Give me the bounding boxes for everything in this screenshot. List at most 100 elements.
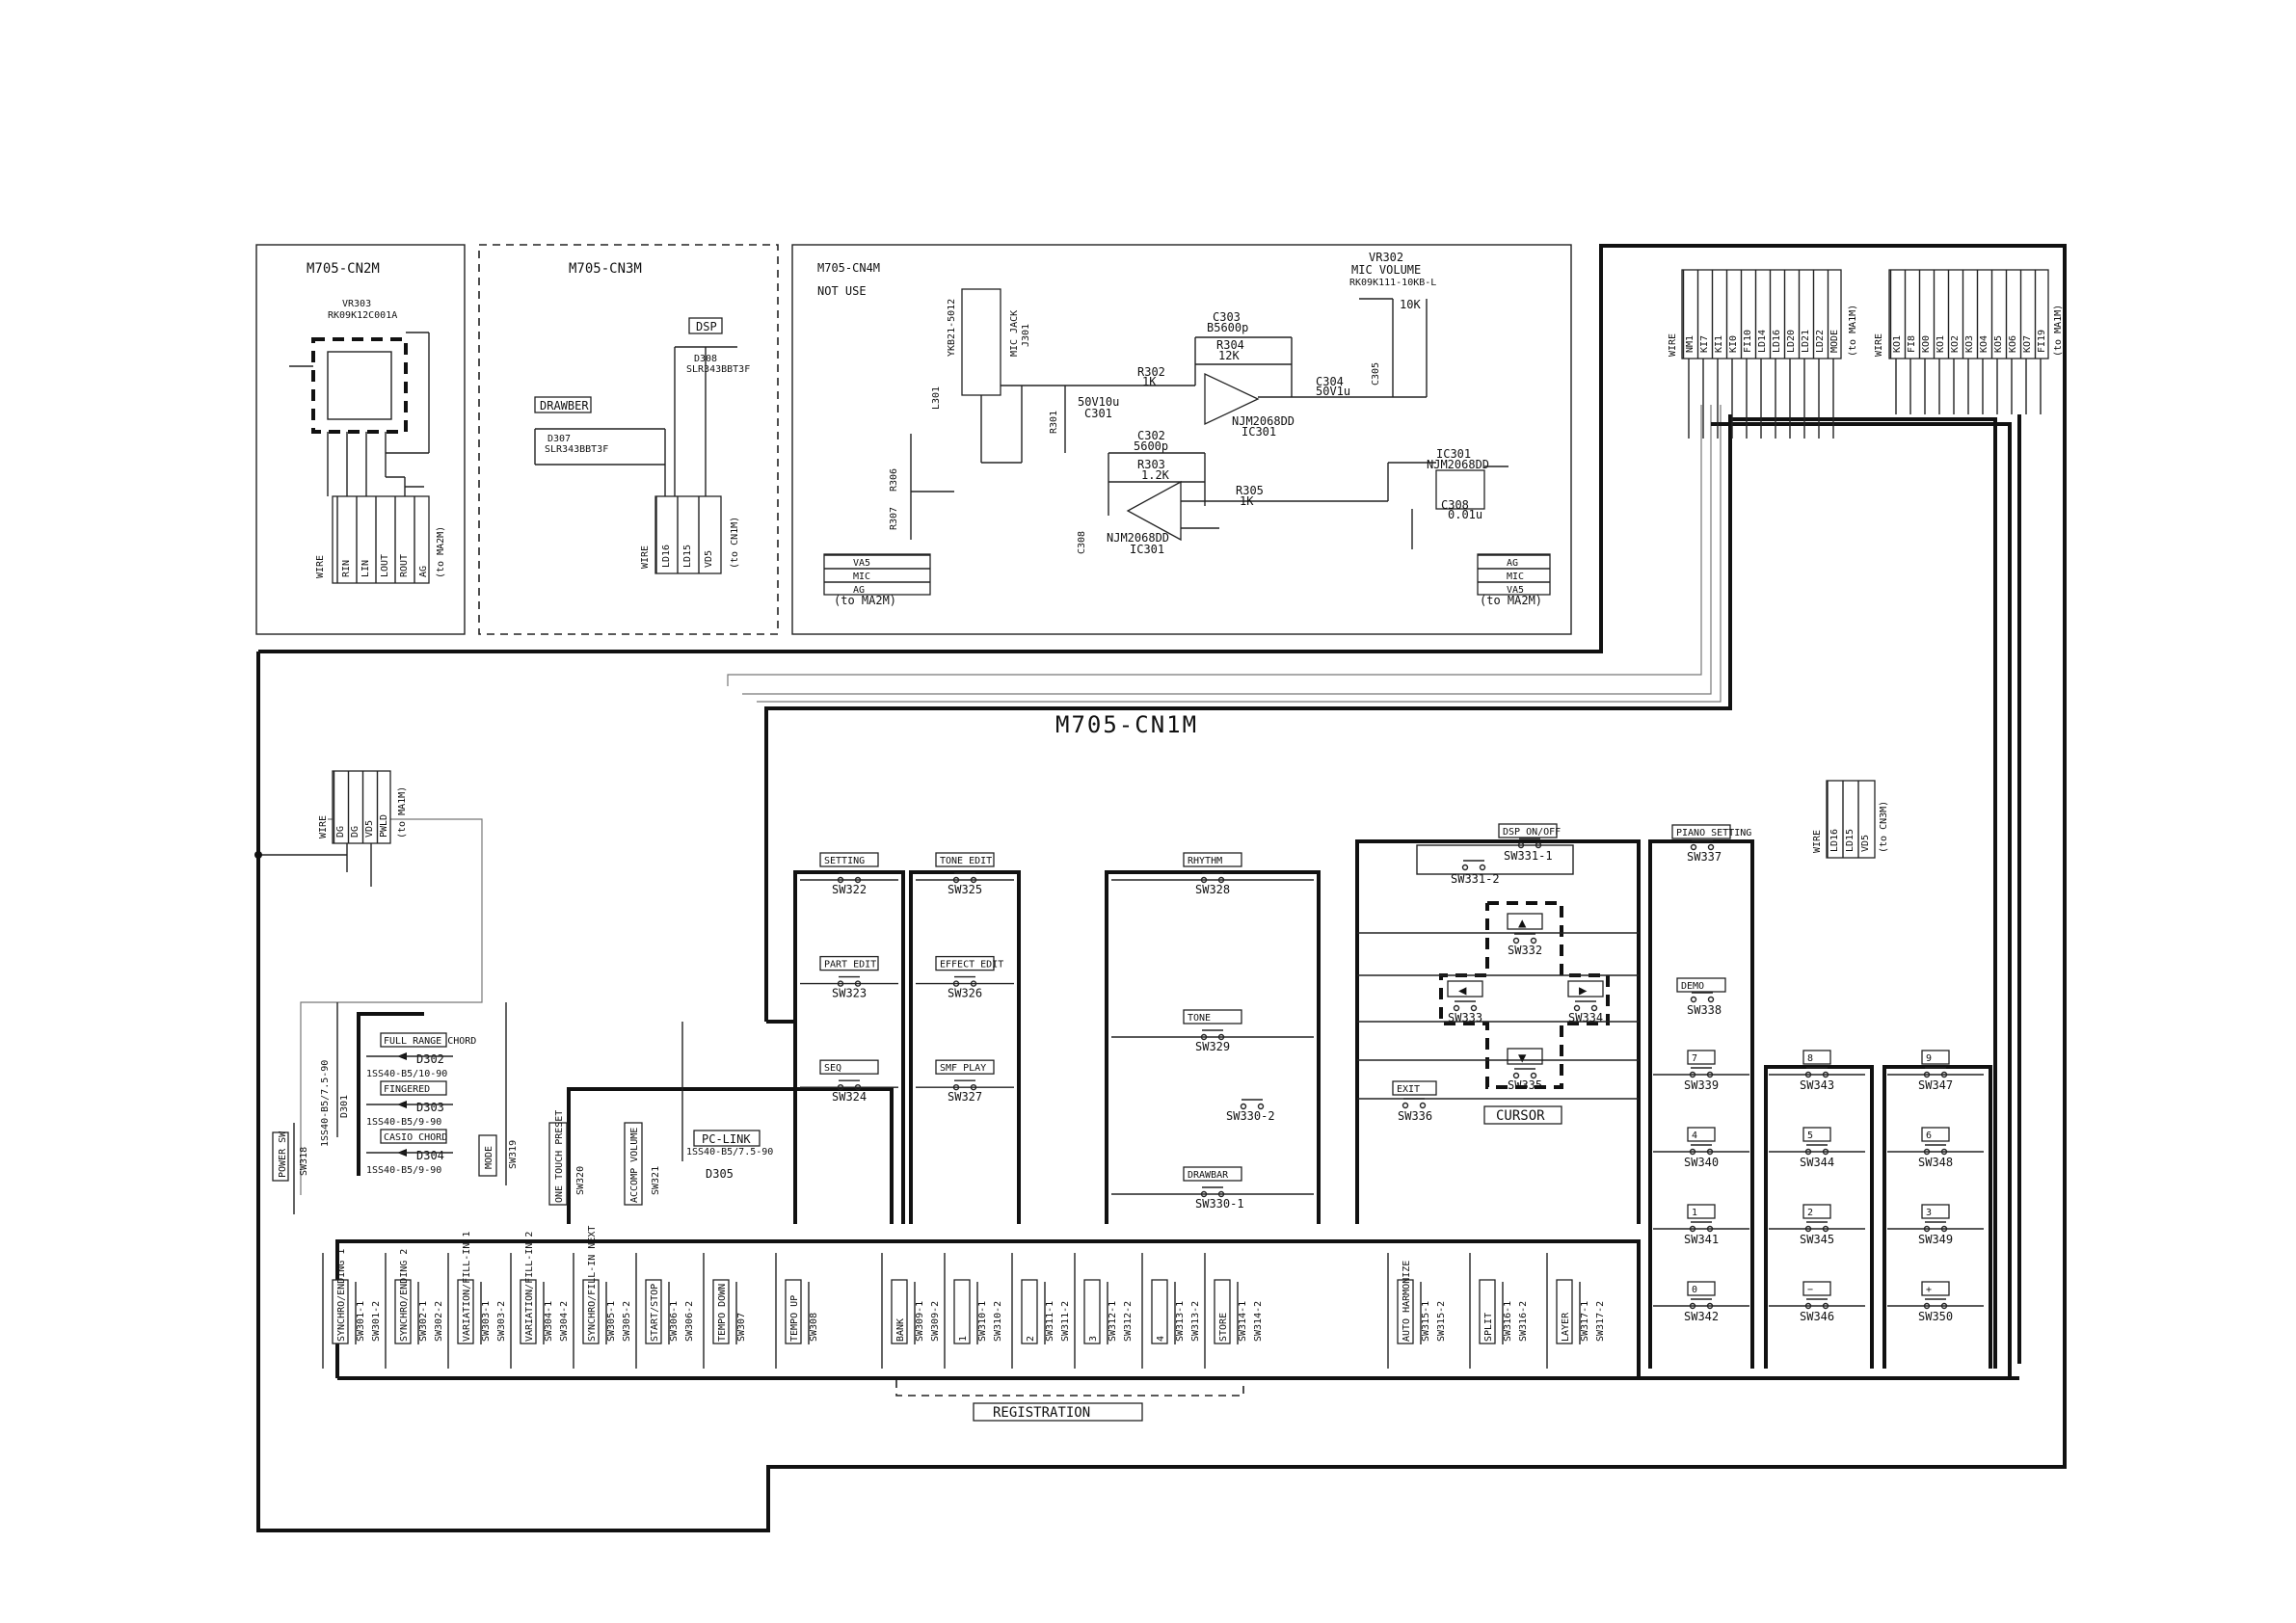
- bkey-4-ref2: SW305-2: [622, 1301, 632, 1342]
- d307-part: SLR343BBT3F: [545, 444, 608, 455]
- cursor-block: DSP ON/OFFSW331-1SW331-2▲SW332◀SW333▶SW3…: [1355, 823, 1641, 1224]
- cursor-2-ref: SW334: [1568, 1011, 1603, 1024]
- pin-cn2m-pins-0: RIN: [341, 560, 352, 577]
- d305-part: 1SS40-B5/7.5-90: [686, 1147, 773, 1157]
- d301-ref: D301: [339, 1095, 350, 1118]
- bkey-10-ref: SW311-1: [1045, 1301, 1055, 1342]
- numkey-4-ref: SW344: [1800, 1156, 1834, 1169]
- sw330-2-ref: SW330-2: [1226, 1109, 1275, 1123]
- led-2-label: CASIO CHORD: [384, 1132, 447, 1143]
- chord-leds: FULL RANGE CHORDD3021SS40-B5/10-90FINGER…: [357, 1012, 476, 1176]
- cn-wire: WIRE: [1812, 830, 1823, 853]
- r305-ref: R305: [1236, 484, 1264, 497]
- bkey-3-box: [520, 1279, 537, 1344]
- col_b-2-label: SMF PLAY: [940, 1063, 986, 1074]
- jg-wire: WIRE: [318, 815, 329, 838]
- numkey-0-switch: [1689, 1067, 1714, 1078]
- bkey-8-box: [891, 1279, 908, 1344]
- cursor-0-ref: SW332: [1508, 944, 1542, 957]
- cursor-1-ref: SW333: [1448, 1011, 1482, 1024]
- jack-part: YKB21-5012: [947, 299, 957, 357]
- cursor-label-box: [1483, 1105, 1562, 1125]
- numkey-8-label: 3: [1926, 1208, 1932, 1218]
- bkey-0-ref: SW301-1: [356, 1301, 366, 1342]
- c302-val: 5600p: [1134, 439, 1168, 453]
- cn1m-outline: [256, 244, 2067, 1532]
- bkey-13-ref2: SW314-2: [1253, 1301, 1264, 1342]
- numkey-2-switch: [1923, 1067, 1948, 1078]
- numkey-6-ref: SW341: [1684, 1233, 1719, 1246]
- c304-val: 50V1u: [1316, 385, 1350, 398]
- pin-je-pins-6: KO4: [1979, 335, 1989, 353]
- pin-jm-pins-1: MIC: [1507, 572, 1524, 582]
- d301-part: 1SS40-B5/7.5-90: [320, 1060, 331, 1147]
- numkey-1-switch: [1804, 1067, 1829, 1078]
- numkey-8-ref: SW349: [1918, 1233, 1953, 1246]
- bkey-4-ref: SW305-1: [606, 1301, 617, 1342]
- ic301-ref-2: IC301: [1130, 543, 1164, 556]
- arrow-left-icon-box: [1447, 980, 1483, 998]
- arrow-left-icon: ◀: [1458, 983, 1467, 998]
- bkey-7-ref: SW308: [809, 1313, 819, 1342]
- c303-val: B5600p: [1207, 321, 1248, 334]
- bkey-10-box: [1021, 1279, 1038, 1344]
- bkey-10-ref2: SW311-2: [1060, 1301, 1071, 1342]
- arrow-up-icon: ▲: [1518, 916, 1527, 931]
- pin-jj-pins-2: AG: [853, 585, 865, 596]
- pin-cn2m-pins-3: ROUT: [399, 554, 410, 577]
- bkey-4-label: SYNCHRO/FILL-IN NEXT: [587, 1226, 598, 1342]
- numkey-9-box: [1687, 1281, 1716, 1296]
- pin-jf-pins-7: LD20: [1786, 330, 1797, 353]
- bkey-11-ref: SW312-1: [1108, 1301, 1118, 1342]
- d305-ref: D305: [706, 1167, 734, 1181]
- ic301-part-3: NJM2068DD: [1427, 458, 1489, 471]
- numkey-9-ref: SW342: [1684, 1310, 1719, 1323]
- led-0-ref: D302: [416, 1052, 444, 1066]
- dsp-label-box: [688, 317, 723, 334]
- numkey-8-box: [1921, 1204, 1950, 1219]
- numkey-11-label: +: [1926, 1285, 1932, 1295]
- numkey-10-switch: [1804, 1298, 1829, 1310]
- je-wire: WIRE: [1874, 333, 1884, 357]
- cn4m-note: NOT USE: [817, 284, 867, 298]
- arrow-down-icon: ▼: [1518, 1051, 1527, 1066]
- numkey-1-box: [1802, 1050, 1831, 1065]
- bkey-11-label: 3: [1088, 1336, 1099, 1342]
- pin-jf-pins-1: KI7: [1699, 335, 1710, 353]
- pin-jg-pins-2: VD5: [364, 820, 375, 838]
- pin-cn-pins-1: LD15: [1845, 829, 1855, 852]
- numkey-9-label: 0: [1692, 1285, 1697, 1295]
- vr302-ref: VR302: [1369, 251, 1403, 264]
- pin-jf-pins-9: LD22: [1815, 330, 1826, 353]
- cursor-1-switch: [1453, 1000, 1478, 1012]
- bkey-16-box: [1556, 1279, 1573, 1344]
- pin-jg-pins-3: PWLD: [379, 814, 389, 838]
- numkey-2-ref: SW347: [1918, 1078, 1953, 1092]
- bkey-5-ref: SW306-1: [669, 1301, 680, 1342]
- r301-ref: R301: [1049, 411, 1059, 434]
- c301-ref: C301: [1084, 407, 1112, 420]
- c308-ref-left: C308: [1077, 531, 1087, 554]
- mic-jack-ref: J301: [1021, 324, 1031, 347]
- cursor-label: CURSOR: [1496, 1108, 1545, 1124]
- d307-ref: D307: [547, 434, 571, 444]
- pin-je-pins-10: FI19: [2037, 330, 2047, 353]
- col_b-2-box: [935, 1059, 995, 1075]
- demo-label: DEMO: [1681, 981, 1704, 992]
- col_a-2-box: [819, 1059, 879, 1075]
- mode-box: [478, 1134, 497, 1177]
- exit-box: [1392, 1080, 1437, 1096]
- je-to: (to MA1M): [2053, 305, 2064, 357]
- col_a-0-ref: SW322: [832, 883, 867, 896]
- numkey-5-switch: [1923, 1144, 1948, 1156]
- accomp-vol-label: ACCOMP VOLUME: [629, 1128, 640, 1203]
- col_a-0-label: SETTING: [824, 856, 865, 866]
- mode-switch: MODE SW319: [478, 1002, 519, 1185]
- numkey-9-switch: [1689, 1298, 1714, 1310]
- col_c-1-switch: [1200, 1029, 1225, 1041]
- col_c-2-switch: [1200, 1186, 1225, 1198]
- cn2m-connector: [332, 495, 430, 584]
- numkey-6-box: [1687, 1204, 1716, 1219]
